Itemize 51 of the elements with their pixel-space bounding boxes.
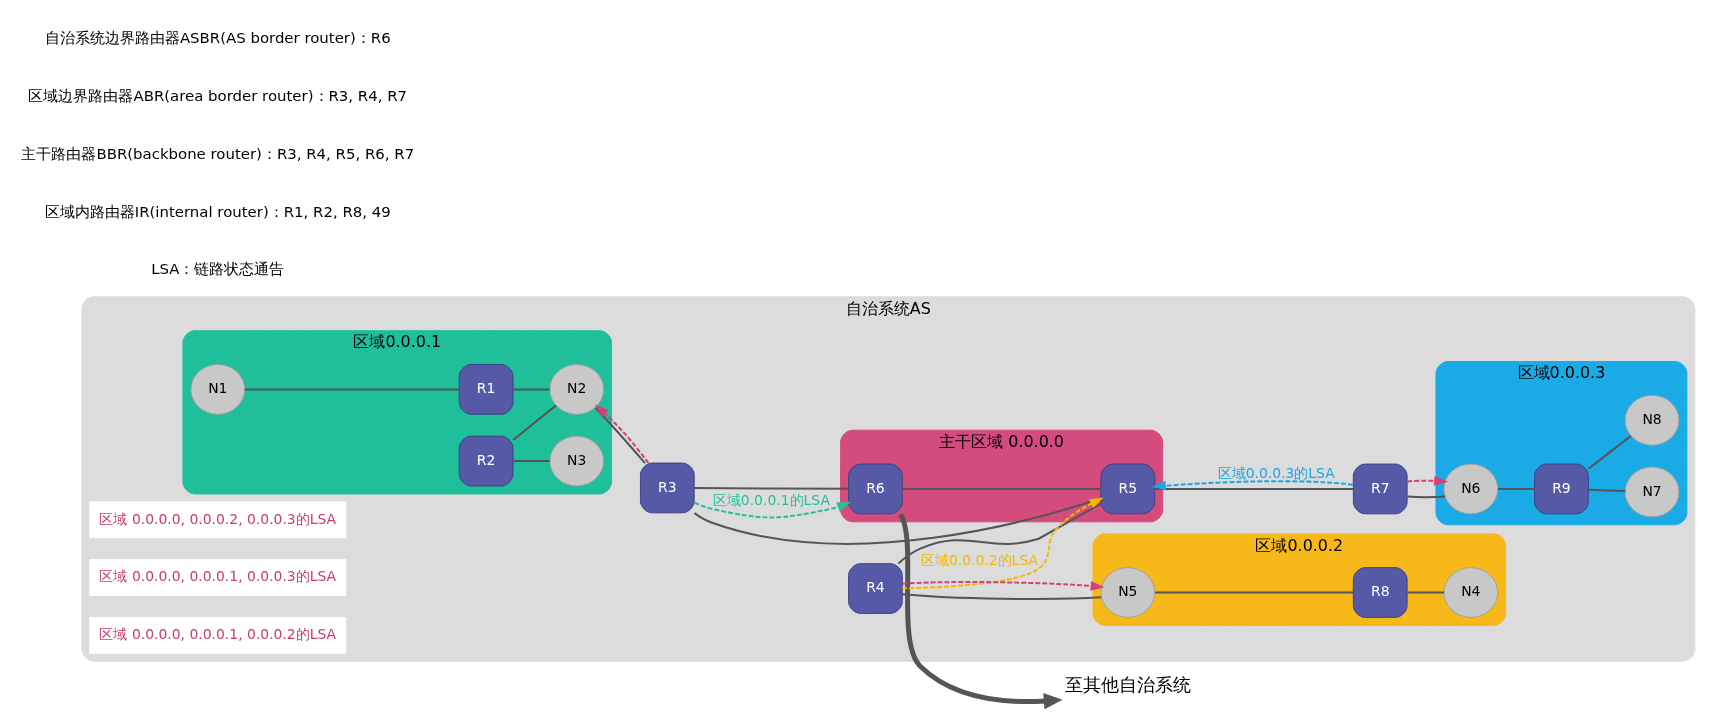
label: LSA：链路状态通告 bbox=[151, 259, 285, 278]
connector bbox=[693, 496, 1102, 545]
connector bbox=[1154, 487, 1355, 490]
node-text: 至其他自治系统 bbox=[1064, 673, 1191, 695]
node-box: R2 bbox=[458, 435, 514, 486]
connector bbox=[1406, 591, 1445, 593]
connector bbox=[1154, 591, 1355, 593]
node-circle: N1 bbox=[190, 363, 246, 415]
arrow bbox=[901, 580, 1105, 591]
arrow bbox=[898, 512, 1063, 709]
edge-label: 区域0.0.0.2的LSA bbox=[920, 551, 1039, 568]
node-box: R6 bbox=[848, 463, 903, 514]
node-box: R8 bbox=[1352, 566, 1408, 618]
label: 区域内路由器IR(internal router)：R1, R2, R8, 49 bbox=[44, 202, 391, 221]
label: 区域边界路由器ABR(area border router)：R3, R4, R7 bbox=[28, 86, 408, 105]
label: 主干路由器BBR(backbone router)：R3, R4, R5, R6, R7 bbox=[21, 144, 415, 163]
arrow bbox=[1151, 479, 1354, 491]
node-box: 区域 0.0.0.0, 0.0.0.1, 0.0.0.3的LSA bbox=[89, 558, 347, 596]
connector bbox=[512, 459, 551, 462]
node-box: R4 bbox=[848, 562, 903, 614]
connector bbox=[512, 387, 551, 390]
arrow bbox=[1406, 475, 1449, 486]
connector bbox=[693, 486, 850, 490]
node-circle: N2 bbox=[549, 363, 605, 415]
connector bbox=[1496, 487, 1536, 490]
node-circle: N5 bbox=[1100, 566, 1156, 618]
node-box: 区域 0.0.0.0, 0.0.0.1, 0.0.0.2的LSA bbox=[89, 616, 347, 654]
edge-label: 区域0.0.0.1的LSA bbox=[712, 491, 830, 508]
connector bbox=[1406, 494, 1447, 498]
node-box: R5 bbox=[1100, 463, 1156, 514]
node-box: R1 bbox=[458, 363, 514, 415]
connector bbox=[897, 502, 1102, 564]
edge-label: 区域0.0.0.3的LSA bbox=[1217, 464, 1335, 481]
node-circle: N4 bbox=[1443, 566, 1499, 618]
label: 自治系统边界路由器ASBR(AS border router)：R6 bbox=[44, 28, 391, 47]
node-circle: N7 bbox=[1624, 466, 1680, 517]
node-box: R7 bbox=[1352, 463, 1408, 514]
node-box: R3 bbox=[639, 462, 695, 513]
connector bbox=[512, 403, 557, 441]
connector bbox=[1587, 488, 1627, 492]
connector bbox=[243, 387, 460, 390]
arrow bbox=[901, 497, 1104, 589]
connector bbox=[1587, 434, 1632, 470]
node-circle: N8 bbox=[1624, 394, 1680, 446]
node-circle: N3 bbox=[549, 435, 605, 486]
connector bbox=[901, 487, 1102, 490]
arrow bbox=[693, 501, 851, 518]
node-box: 区域 0.0.0.0, 0.0.0.2, 0.0.0.3的LSA bbox=[89, 500, 347, 538]
connector bbox=[901, 592, 1103, 600]
node-box: R9 bbox=[1534, 463, 1589, 514]
node-circle: N6 bbox=[1443, 463, 1499, 514]
